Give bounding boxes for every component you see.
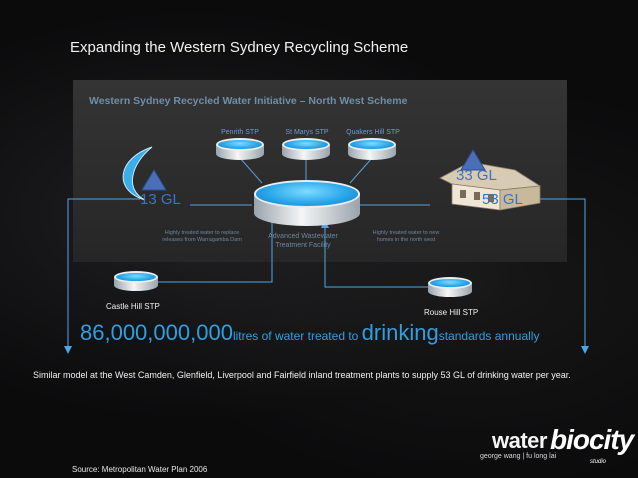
water-biocity-logo: water biocity george wang | fu long lai …: [480, 424, 634, 473]
headline-word: drinking: [361, 320, 439, 345]
logo-studio: studio: [590, 459, 607, 465]
st-marys-stp-tank: [282, 138, 330, 160]
source-note: Source: Metropolitan Water Plan 2006: [72, 465, 208, 474]
headline: 86,000,000,000litres of water treated to…: [80, 320, 539, 346]
rouse-hill-stp-tank: [428, 277, 472, 297]
castle-hill-stp-tank: [114, 271, 158, 291]
diagram-title: Western Sydney Recycled Water Initiative…: [89, 95, 408, 107]
logo-names: george wang | fu long lai: [480, 453, 557, 460]
left-volume-label: 13 GL: [140, 191, 181, 208]
headline-number: 86,000,000,000: [80, 320, 233, 345]
right-volume-label-2: 53 GL: [482, 191, 523, 208]
left-volume-triangle-icon: [141, 169, 167, 191]
quakers-hill-stp-tank: [348, 138, 396, 160]
right-outer-connector: [540, 198, 586, 348]
left-caption: Highly treated water to replace releases…: [162, 230, 242, 243]
penrith-stp-label: Penrith STP: [221, 129, 259, 136]
headline-text-2: standards annually: [438, 329, 540, 343]
rouse-hill-stp-label: Rouse Hill STP: [424, 308, 479, 317]
castle-hill-stp-label: Castle Hill STP: [106, 302, 160, 311]
treatment-facility-tank: [254, 180, 360, 226]
right-caption: Highly treated water to new homes in the…: [372, 230, 440, 243]
quakers-hill-stp-label: Quakers Hill STP: [346, 129, 400, 136]
logo-water: water: [492, 428, 547, 453]
penrith-connector: [239, 157, 263, 184]
description: Similar model at the West Camden, Glenfi…: [33, 370, 571, 380]
rouse-hill-connector: [324, 226, 430, 288]
headline-text-1: litres of water treated to: [232, 329, 362, 343]
slide-title: Expanding the Western Sydney Recycling S…: [70, 39, 409, 56]
left-outer-connector: [67, 198, 140, 348]
right-volume-triangle-icon: [460, 149, 486, 171]
dam-swoosh-icon: [122, 146, 153, 201]
right-volume-label-1: 33 GL: [456, 167, 497, 184]
treatment-facility-label: Advanced Wastewater Treatment Facility: [268, 233, 338, 249]
quakers-hill-connector: [349, 157, 373, 184]
logo-biocity: biocity: [550, 424, 634, 455]
penrith-stp-tank: [216, 138, 264, 160]
st-marys-stp-label: St Marys STP: [285, 129, 329, 136]
left-outer-arrowhead: [64, 346, 72, 354]
castle-hill-connector: [158, 220, 273, 283]
right-outer-arrowhead: [581, 346, 589, 354]
